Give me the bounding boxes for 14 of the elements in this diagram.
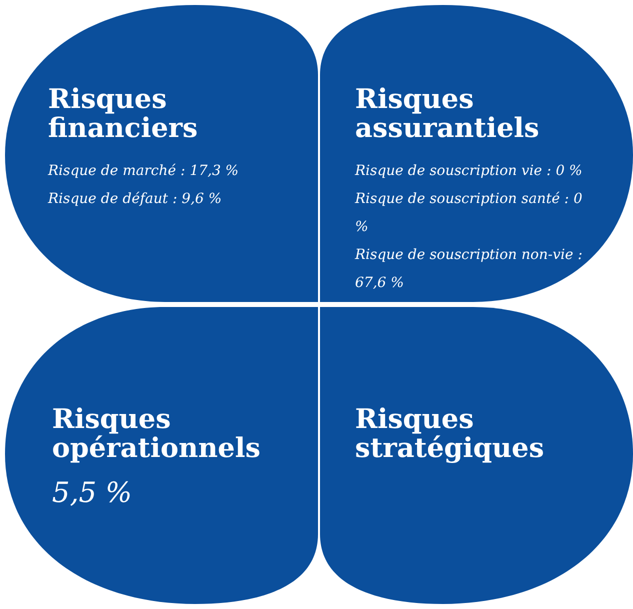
risk-item: Risque de souscription non-vie : 67,6 % (355, 246, 584, 293)
petal-heading: Risques opérationnels (52, 405, 262, 463)
petal-heading: Risques financiers (48, 85, 199, 143)
petal-shape (320, 5, 633, 302)
risk-item: Risque de marché : 17,3 % (48, 162, 240, 181)
risk-percentage: 5,5 % (52, 477, 134, 509)
risk-item: Risque de défaut : 9,6 % (48, 190, 223, 209)
petal-heading: Risques assurantiels (355, 85, 540, 143)
risk-item: Risque de souscription vie : 0 % (355, 162, 584, 181)
petal-shape (5, 5, 318, 302)
petal-heading: Risques stratégiques (355, 405, 546, 463)
petal-shape (5, 307, 318, 604)
petal-shape (320, 307, 633, 604)
risk-item: Risque de souscription santé : 0 % (355, 190, 584, 237)
